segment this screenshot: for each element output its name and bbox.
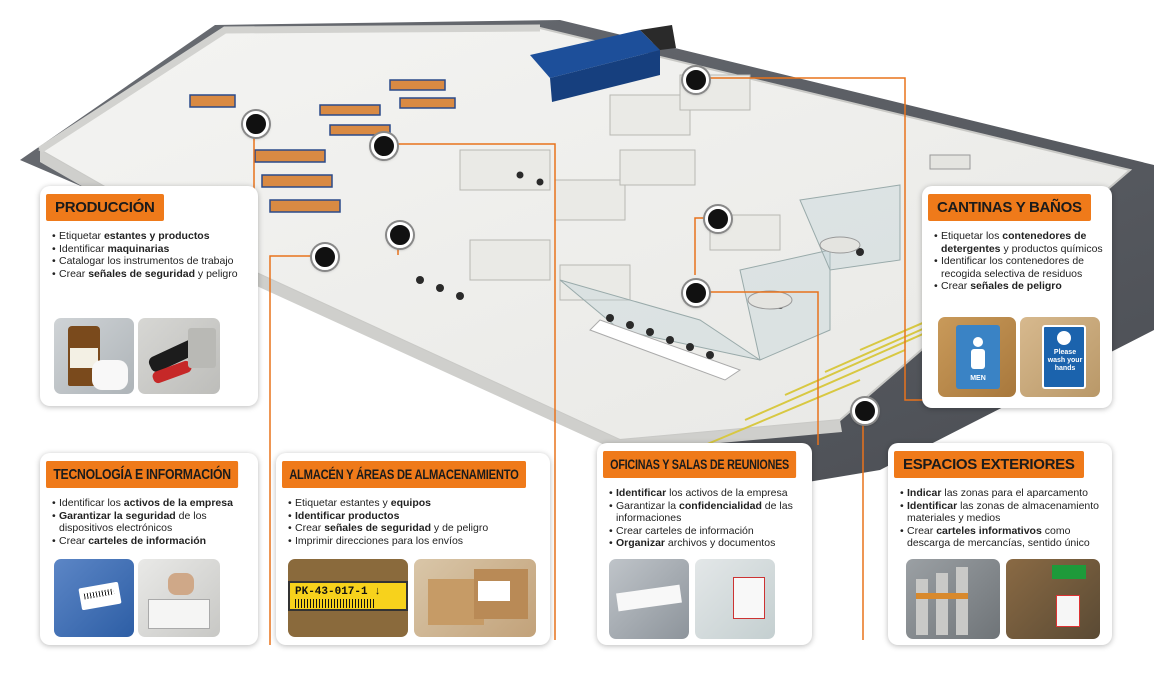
card-cantinas: CANTINAS Y BAÑOS Etiquetar los contenedo…	[922, 186, 1112, 408]
photo-laptop-label	[54, 559, 134, 637]
photo-door-sign	[695, 559, 775, 639]
shelf-label-text: PK-43-017-1 ↓	[295, 586, 381, 598]
location-pin-icon[interactable]	[371, 133, 397, 159]
list-item: Organizar archivos y documentos	[609, 537, 809, 550]
section-title: TECNOLOGÍA E INFORMACIÓN	[46, 461, 239, 488]
list-item: Etiquetar estantes y productos	[52, 230, 252, 243]
list-item: Indicar las zonas para el aparcamento	[900, 487, 1110, 500]
section-title: CANTINAS Y BAÑOS	[928, 194, 1091, 221]
list-item: Crear señales de seguridad y peligro	[52, 268, 252, 281]
list-item: Etiquetar estantes y equipos	[288, 497, 538, 510]
list-item: Identificar maquinarias	[52, 243, 252, 256]
list-item: Identificar los activos de la empresa	[609, 487, 809, 500]
photo-keyboard-label	[609, 559, 689, 639]
photo-men-sign: MEN	[938, 317, 1016, 397]
list-item: Etiquetar los contenedores de detergente…	[934, 230, 1106, 255]
card-almacen: ALMACÉN Y ÁREAS DE ALMACENAMIENTO Etique…	[276, 453, 550, 645]
list-item: Catalogar los instrumentos de trabajo	[52, 255, 252, 268]
location-pin-icon[interactable]	[243, 111, 269, 137]
location-pin-icon[interactable]	[683, 67, 709, 93]
item-list: Etiquetar estantes y productosIdentifica…	[52, 230, 252, 280]
photo-wash-hands-sign: Please wash your hands	[1020, 317, 1100, 397]
list-item: Crear señales de seguridad y de peligro	[288, 522, 538, 535]
list-item: Crear carteles de información	[52, 535, 252, 548]
location-pin-icon[interactable]	[312, 244, 338, 270]
photo-device-label	[138, 559, 220, 637]
wash-sign-text: Please wash your hands	[1047, 349, 1083, 372]
list-item: Crear señales de peligro	[934, 280, 1106, 293]
photo-warehouse-signs	[1006, 559, 1100, 639]
section-title: ESPACIOS EXTERIORES	[894, 451, 1084, 478]
truck	[530, 25, 676, 102]
photo-label-printer	[138, 318, 220, 394]
list-item: Crear carteles informativos como descarg…	[900, 525, 1110, 550]
photo-bollards	[906, 559, 1000, 639]
section-title: PRODUCCIÓN	[46, 194, 164, 221]
list-item: Imprimir direcciones para los envíos	[288, 535, 538, 548]
location-pin-icon[interactable]	[852, 398, 878, 424]
location-pin-icon[interactable]	[387, 222, 413, 248]
item-list: Indicar las zonas para el aparcamentoIde…	[900, 487, 1110, 550]
list-item: Identificar los contenedores de recogida…	[934, 255, 1106, 280]
list-item: Crear carteles de información	[609, 525, 809, 538]
list-item: Identificar las zonas de almacenamiento …	[900, 500, 1110, 525]
list-item: Garantizar la seguridad de los dispositi…	[52, 510, 252, 535]
item-list: Etiquetar los contenedores de detergente…	[934, 230, 1106, 293]
card-tecnologia: TECNOLOGÍA E INFORMACIÓN Identificar los…	[40, 453, 258, 645]
photo-shelf-label: PK-43-017-1 ↓	[288, 559, 408, 637]
card-produccion: PRODUCCIÓN Etiquetar estantes y producto…	[40, 186, 258, 406]
photo-bottle-label	[54, 318, 134, 394]
card-oficinas: OFICINAS Y SALAS DE REUNIONES Identifica…	[597, 443, 812, 645]
list-item: Identificar productos	[288, 510, 538, 523]
list-item: Identificar los activos de la empresa	[52, 497, 252, 510]
photo-shipping-boxes	[414, 559, 536, 637]
item-list: Identificar los activos de la empresaGar…	[52, 497, 252, 547]
card-exteriores: ESPACIOS EXTERIORES Indicar las zonas pa…	[888, 443, 1112, 645]
item-list: Identificar los activos de la empresaGar…	[609, 487, 809, 550]
list-item: Garantizar la confidencialidad de las in…	[609, 500, 809, 525]
person-icon	[973, 337, 983, 347]
hand-wash-icon	[1057, 331, 1071, 345]
section-title: ALMACÉN Y ÁREAS DE ALMACENAMIENTO	[282, 461, 526, 488]
location-pin-icon[interactable]	[705, 206, 731, 232]
location-pin-icon[interactable]	[683, 280, 709, 306]
section-title: OFICINAS Y SALAS DE REUNIONES	[603, 451, 797, 478]
item-list: Etiquetar estantes y equiposIdentificar …	[288, 497, 538, 547]
men-sign-text: MEN	[970, 375, 986, 382]
